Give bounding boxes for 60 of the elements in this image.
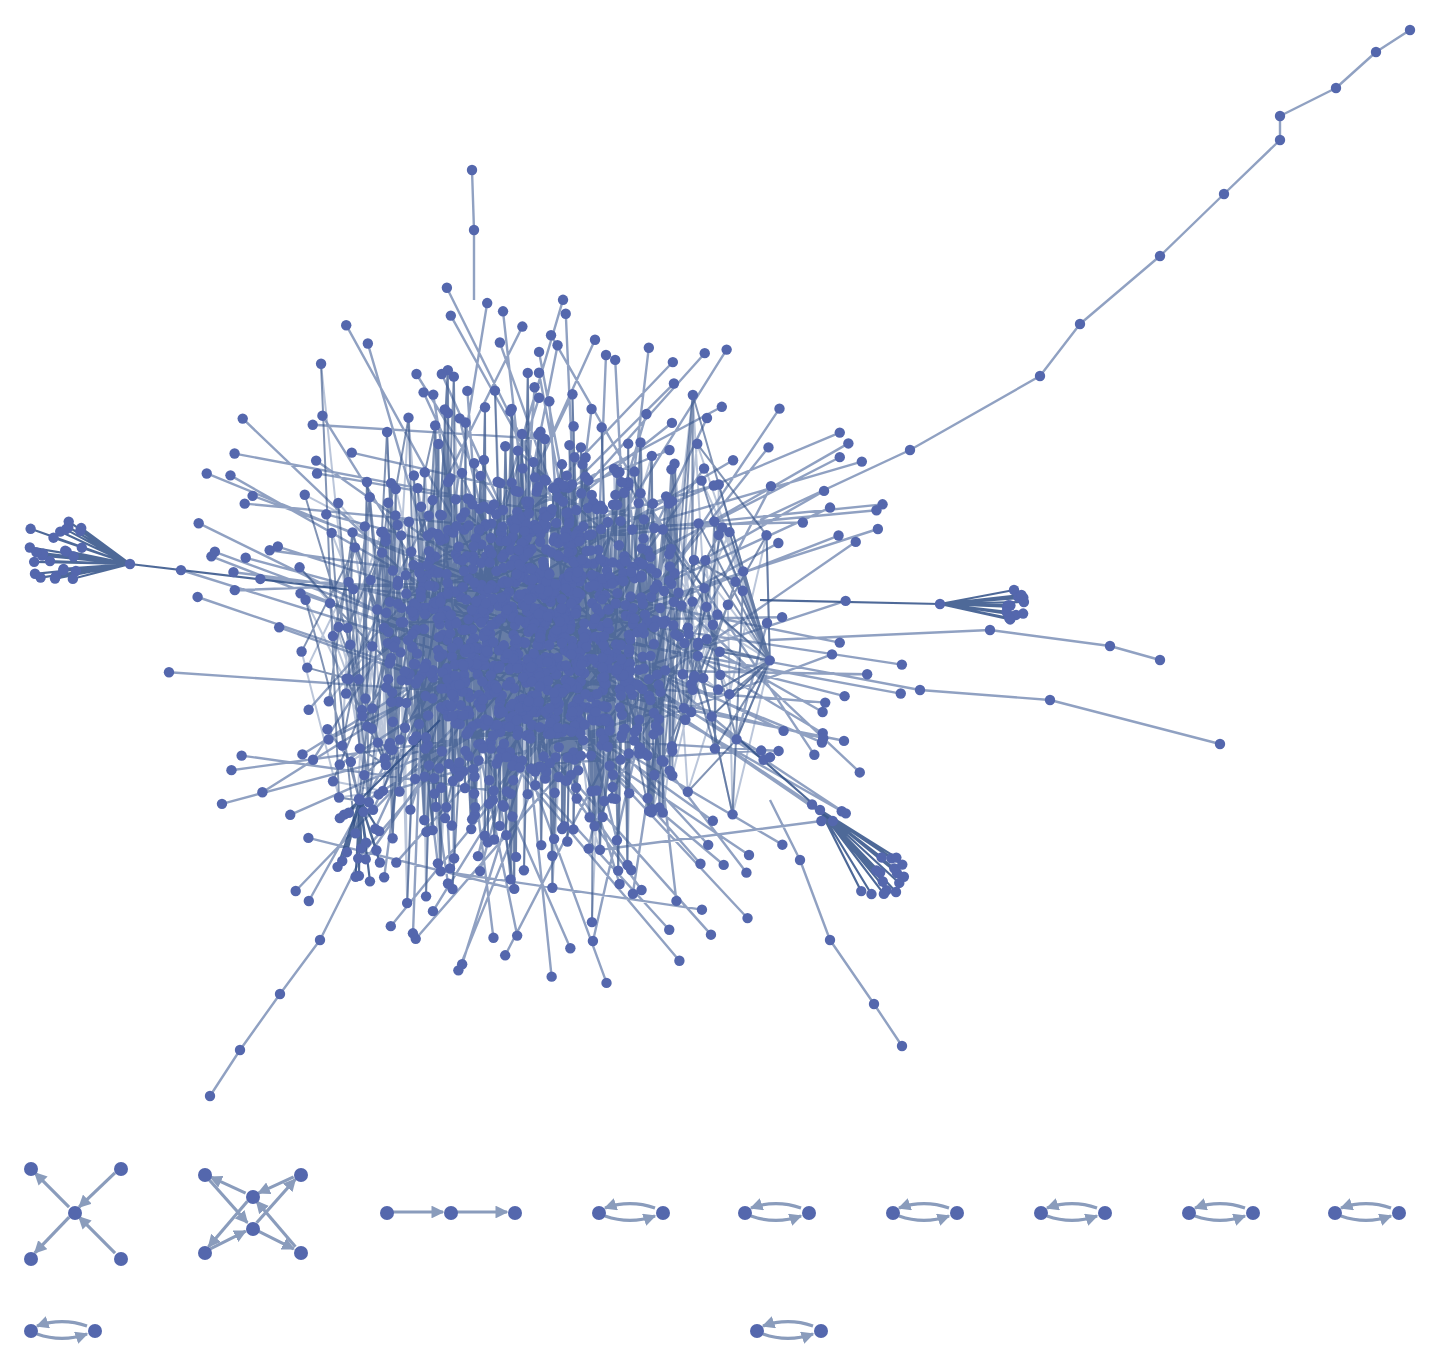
graph-vertex (749, 1323, 763, 1337)
arrow (36, 1331, 89, 1344)
graph-vertex (245, 1221, 259, 1235)
arrow (209, 1175, 247, 1195)
arrow (897, 1198, 950, 1211)
arrow (604, 1213, 657, 1226)
graph-vertex (1245, 1205, 1259, 1219)
arrow (209, 1229, 247, 1251)
graph-vertex (113, 1251, 127, 1265)
arrow (257, 1175, 295, 1195)
graph-vertex (293, 1167, 307, 1181)
graph-vertex (87, 1323, 101, 1337)
arrow (1340, 1213, 1393, 1226)
graph-vertex (379, 1205, 393, 1219)
arrow (1194, 1213, 1247, 1226)
graph-vertex (197, 1245, 211, 1259)
graph-vertex (67, 1205, 81, 1219)
graph-vertex (801, 1205, 815, 1219)
arrow (1193, 1198, 1246, 1211)
arrow (750, 1213, 803, 1226)
graph-vertex (1391, 1205, 1405, 1219)
graph-vertex (197, 1167, 211, 1181)
graph-vertex (443, 1205, 457, 1219)
arrow (393, 1205, 445, 1219)
graph-vertex (23, 1161, 37, 1175)
arrow (898, 1213, 951, 1226)
arrow (33, 1215, 71, 1255)
graph-vertex (23, 1323, 37, 1337)
graph-vertex (949, 1205, 963, 1219)
arrow (207, 1200, 249, 1248)
arrow (457, 1205, 509, 1219)
arrow (35, 1316, 88, 1329)
arrow (77, 1171, 117, 1209)
arrow (603, 1198, 656, 1211)
arrow (255, 1178, 297, 1224)
graph-vertex (1327, 1205, 1341, 1219)
arrow (762, 1331, 815, 1344)
arrow (255, 1200, 297, 1248)
graph-vertex (1181, 1205, 1195, 1219)
arrow (1339, 1198, 1392, 1211)
arrow (33, 1171, 71, 1209)
graph-vertex (655, 1205, 669, 1219)
arrow (1046, 1213, 1099, 1226)
arrow (1045, 1198, 1098, 1211)
graph-vertex (737, 1205, 751, 1219)
graph-vertex (1033, 1205, 1047, 1219)
arrow (77, 1215, 117, 1255)
graph-vertex (245, 1189, 259, 1203)
graph-vertex (591, 1205, 605, 1219)
graph-vertex (813, 1323, 827, 1337)
arrow (761, 1316, 814, 1329)
arrow (207, 1178, 249, 1224)
arrow (749, 1198, 802, 1211)
graph-vertex (885, 1205, 899, 1219)
graph-vertex (507, 1205, 521, 1219)
arrow (257, 1229, 295, 1251)
graph-vertex (293, 1245, 307, 1259)
graph-vertex (113, 1161, 127, 1175)
graph-vertex (1097, 1205, 1111, 1219)
graph-vertex (23, 1251, 37, 1265)
